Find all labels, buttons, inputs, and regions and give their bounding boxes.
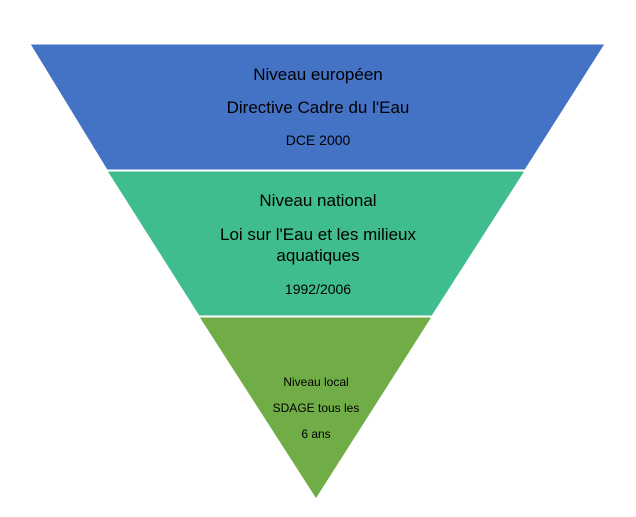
national-level-band: [106, 170, 526, 317]
local-level-sdage: SDAGE tous les: [272, 401, 360, 415]
european-level-title: Niveau européen: [253, 65, 383, 84]
national-level-law-line2: aquatiques: [276, 246, 360, 265]
european-level-band: [29, 43, 606, 171]
national-level-law-line1: Loi sur l'Eau et les milieux: [220, 225, 416, 244]
european-level-directive: Directive Cadre du l'Eau: [226, 98, 410, 117]
local-level-period: 6 ans: [301, 427, 331, 441]
national-level-dates: 1992/2006: [284, 281, 352, 297]
local-level-band: [198, 316, 433, 500]
european-level-date: DCE 2000: [285, 132, 351, 148]
national-level-title: Niveau national: [259, 191, 377, 210]
local-level-title: Niveau local: [283, 375, 349, 389]
